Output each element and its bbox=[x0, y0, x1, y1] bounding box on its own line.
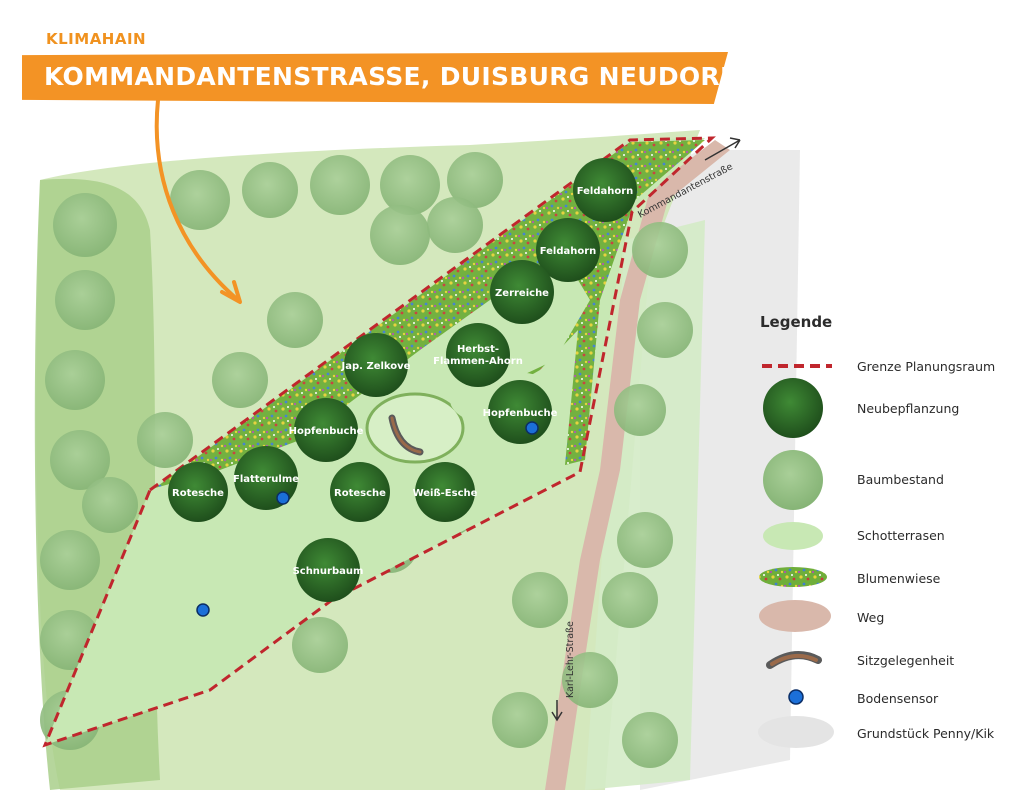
legend-label-gravel-lawn: Schotterrasen bbox=[857, 528, 945, 543]
existing-tree bbox=[212, 352, 268, 408]
page-title: KOMMANDANTENSTRASSE, DUISBURG NEUDORF bbox=[44, 62, 738, 91]
new-tree-canopy bbox=[294, 398, 358, 462]
existing-tree bbox=[50, 430, 110, 490]
header-kicker: KLIMAHAIN bbox=[46, 30, 147, 48]
existing-tree bbox=[292, 617, 348, 673]
legend-label-penny-kik: Grundstück Penny/Kik bbox=[857, 726, 995, 741]
seating-clearing bbox=[365, 392, 465, 464]
existing-tree bbox=[427, 197, 483, 253]
soil-sensor bbox=[196, 603, 210, 617]
new-tree-label: Hopfenbuche bbox=[483, 408, 558, 419]
legend-label-seating: Sitzgelegenheit bbox=[857, 653, 955, 668]
pointer-arrow-head bbox=[220, 280, 242, 304]
new-tree: Rotesche bbox=[168, 462, 228, 522]
existing-tree bbox=[632, 222, 688, 278]
new-tree-label: Rotesche bbox=[334, 488, 386, 499]
new-tree-canopy bbox=[446, 323, 510, 387]
existing-tree bbox=[447, 152, 503, 208]
karl-lehr-strasse-label: Karl-Lehr-Straße bbox=[565, 621, 576, 698]
new-tree: Weiß-Esche bbox=[413, 462, 478, 522]
new-tree-label: Jap. Zelkove bbox=[341, 361, 411, 372]
legend-path-symbol bbox=[759, 600, 831, 632]
new-tree: Feldahorn bbox=[536, 218, 600, 282]
new-tree: Schnurbaum bbox=[293, 538, 364, 602]
new-tree-label: Zerreiche bbox=[495, 288, 549, 299]
legend-penny-kik-symbol bbox=[758, 716, 834, 748]
new-tree-label: Hopfenbuche bbox=[289, 426, 364, 437]
legend-sensor-symbol bbox=[788, 689, 804, 705]
existing-tree bbox=[242, 162, 298, 218]
existing-tree bbox=[614, 384, 666, 436]
new-tree-canopy bbox=[573, 158, 637, 222]
new-tree-label: Flatterulme bbox=[233, 474, 299, 485]
legend-label-new-planting: Neubepflanzung bbox=[857, 401, 960, 416]
existing-tree bbox=[45, 350, 105, 410]
legend-gravel-lawn-symbol bbox=[763, 522, 823, 550]
existing-tree bbox=[40, 530, 100, 590]
kommandantenstrasse-arrow bbox=[704, 137, 741, 161]
existing-tree bbox=[512, 572, 568, 628]
existing-tree bbox=[602, 572, 658, 628]
legend-label-sensor: Bodensensor bbox=[857, 691, 939, 706]
soil-sensor bbox=[276, 491, 290, 505]
existing-tree bbox=[370, 205, 430, 265]
new-tree: Rotesche bbox=[330, 462, 390, 522]
legend-label-boundary: Grenze Planungsraum bbox=[857, 359, 996, 374]
legend-seating-wood bbox=[770, 653, 818, 666]
existing-tree bbox=[492, 692, 548, 748]
new-tree-canopy bbox=[490, 260, 554, 324]
title-banner bbox=[22, 52, 728, 104]
existing-tree bbox=[170, 170, 230, 230]
new-tree-label: Weiß-Esche bbox=[413, 488, 478, 499]
existing-tree bbox=[622, 712, 678, 768]
new-tree-canopy bbox=[168, 462, 228, 522]
new-tree-canopy bbox=[296, 538, 360, 602]
existing-tree bbox=[137, 412, 193, 468]
existing-tree bbox=[380, 155, 440, 215]
existing-tree bbox=[82, 477, 138, 533]
new-tree-label: Feldahorn bbox=[540, 246, 597, 257]
legend-existing-tree-symbol bbox=[763, 450, 823, 510]
legend-label-path: Weg bbox=[857, 610, 885, 625]
new-tree: Herbst-Flammen-Ahorn bbox=[433, 323, 523, 387]
soil-sensor bbox=[525, 421, 539, 435]
pointer-arrow bbox=[154, 98, 240, 302]
existing-tree bbox=[637, 302, 693, 358]
new-tree-canopy bbox=[344, 333, 408, 397]
seating-bench-wood bbox=[390, 416, 422, 454]
east-green-strip bbox=[585, 220, 705, 790]
new-tree: Jap. Zelkove bbox=[341, 333, 411, 397]
existing-tree bbox=[53, 193, 117, 257]
new-tree-label: Schnurbaum bbox=[293, 566, 364, 577]
legend-new-tree-symbol bbox=[763, 378, 823, 438]
legend-label-existing-trees: Baumbestand bbox=[857, 472, 944, 487]
legend-flower-meadow-symbol bbox=[759, 567, 827, 587]
existing-tree bbox=[562, 652, 618, 708]
new-tree-label: Feldahorn bbox=[577, 186, 634, 197]
new-tree-label: Herbst-Flammen-Ahorn bbox=[433, 344, 523, 367]
new-tree: Zerreiche bbox=[490, 260, 554, 324]
new-tree-label: Rotesche bbox=[172, 488, 224, 499]
new-tree-canopy bbox=[415, 462, 475, 522]
existing-tree bbox=[617, 512, 673, 568]
karl-lehr-strasse-arrow bbox=[551, 700, 563, 722]
existing-tree bbox=[310, 155, 370, 215]
legend-label-flower-meadow: Blumenwiese bbox=[857, 571, 941, 586]
legend-symbols bbox=[758, 364, 834, 748]
legend-title: Legende bbox=[760, 313, 833, 331]
new-tree-canopy bbox=[330, 462, 390, 522]
path-karl-lehr bbox=[545, 140, 730, 790]
new-tree: Feldahorn bbox=[573, 158, 637, 222]
existing-tree bbox=[267, 292, 323, 348]
new-tree-canopy bbox=[536, 218, 600, 282]
existing-tree bbox=[55, 270, 115, 330]
new-tree: Hopfenbuche bbox=[289, 398, 364, 462]
